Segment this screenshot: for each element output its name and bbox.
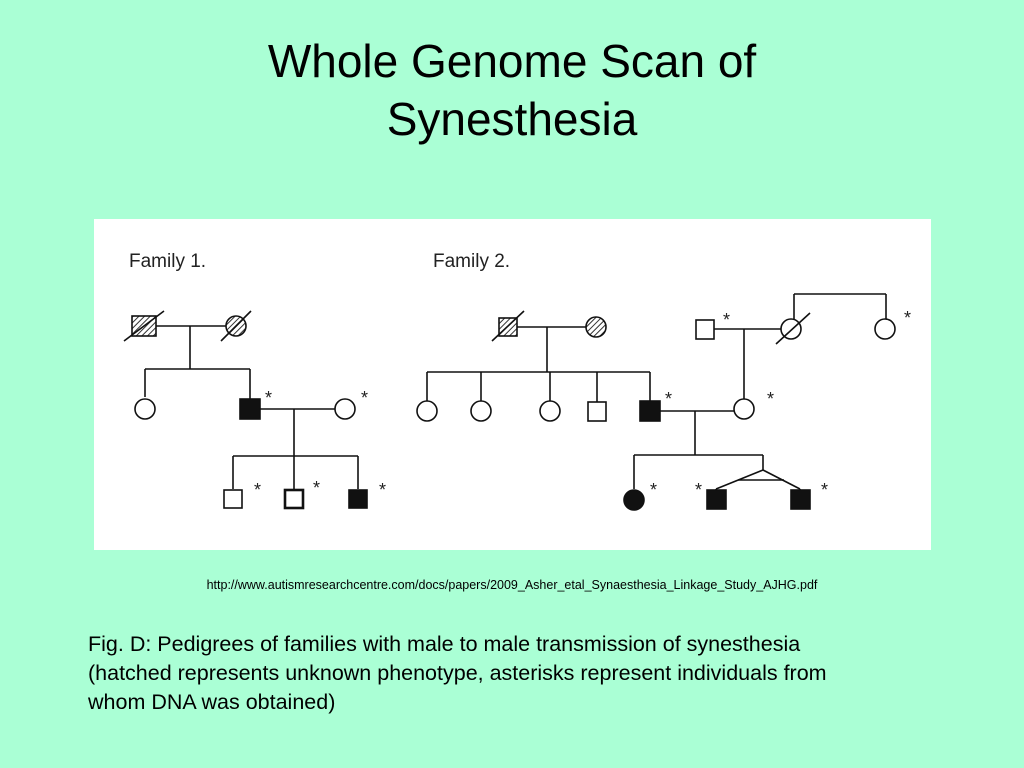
f2-maternal-grandmother-deceased-slash — [775, 312, 811, 345]
f1-gen3-son2-square — [283, 488, 305, 510]
f2-gen3-twin2-asterisk: * — [821, 480, 828, 500]
f2-maternal-grandfather-asterisk: * — [723, 310, 730, 330]
f2-gen3-affected-daughter-circle — [623, 489, 645, 511]
f1-gen3-son2-asterisk: * — [313, 478, 320, 498]
f1-gen2-mother-circle — [334, 398, 356, 420]
f1-gen2-daughter-circle — [134, 398, 156, 420]
f2-grandmother-sister-circle — [874, 318, 896, 340]
slide-title-line-1: Whole Genome Scan of — [267, 35, 757, 87]
f1-gen3-son1-square — [223, 489, 243, 509]
f1-gen3-son1-asterisk: * — [254, 480, 261, 500]
f2-gen2-sister2-circle — [470, 400, 492, 422]
f1-gen3-affected-son-square — [348, 489, 368, 509]
family-1-label: Family 1. — [129, 251, 206, 272]
f2-gen2-mother-asterisk: * — [767, 389, 774, 409]
f1-grandmother-deceased-slash — [220, 310, 252, 342]
f2-gen3-twin1-asterisk: * — [695, 480, 702, 500]
f2-gen3-affected-twin2-square — [790, 489, 811, 510]
f2-maternal-grandfather-square — [695, 319, 715, 340]
source-url: http://www.autismresearchcentre.com/docs… — [206, 578, 818, 592]
f1-gen2-affected-father-square — [239, 398, 261, 420]
f2-gen2-affected-father-square — [639, 400, 661, 422]
f1-gen2-mother-asterisk: * — [361, 388, 368, 408]
f2-gen2-sister3-circle — [539, 400, 561, 422]
f2-paternal-grandfather-deceased-slash — [491, 310, 525, 342]
pedigree-figure: Family 1. * * * * * Family 2. — [94, 219, 931, 550]
f2-gen3-affected-twin1-square — [706, 489, 727, 510]
f2-grandmother-sister-asterisk: * — [904, 308, 911, 328]
slide-title: Whole Genome Scan of Synesthesia — [0, 32, 1024, 148]
f2-paternal-grandmother-hatched-circle — [585, 316, 607, 338]
f1-gen3-son3-asterisk: * — [379, 480, 386, 500]
f2-gen3-daughter-asterisk: * — [650, 480, 657, 500]
family-2-label: Family 2. — [433, 251, 510, 272]
pedigree-diagram: Family 1. * * * * * Family 2. — [123, 251, 911, 511]
f1-grandfather-deceased-slash — [123, 310, 165, 342]
slide-title-line-2: Synesthesia — [386, 93, 638, 145]
f2-gen2-sister1-circle — [416, 400, 438, 422]
f2-gen2-brother-square — [587, 401, 607, 422]
f2-gen2-father-asterisk: * — [665, 389, 672, 409]
f1-gen2-father-asterisk: * — [265, 388, 272, 408]
figure-caption: Fig. D: Pedigrees of families with male … — [88, 632, 827, 714]
f2-gen2-mother-circle — [733, 398, 755, 420]
